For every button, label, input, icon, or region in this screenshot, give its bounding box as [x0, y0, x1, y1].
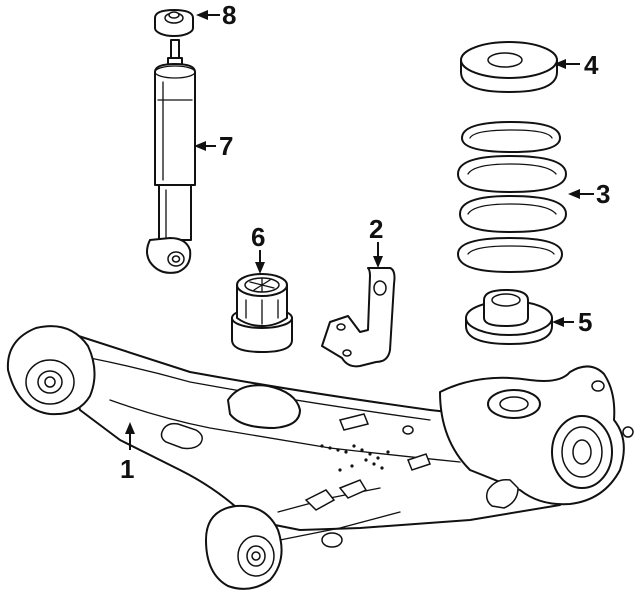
callout-2-label: 2: [369, 214, 383, 244]
callout-3-label: 3: [596, 179, 610, 209]
bracket-part: [321, 267, 396, 368]
shock-absorber-part: [146, 39, 196, 274]
callout-1-label: 1: [120, 454, 134, 484]
lower-spring-insulator-part: [465, 289, 553, 345]
upper-spring-insulator-part: [460, 41, 558, 93]
callout-4-label: 4: [584, 50, 599, 80]
mount-bushing-part: [154, 9, 194, 37]
callout-7-label: 7: [219, 131, 233, 161]
callout-8-label: 8: [222, 0, 236, 30]
bump-stop-part: [231, 273, 293, 353]
coil-spring-part: [457, 121, 567, 273]
rivet-dots: [320, 444, 390, 472]
control-arm-part: [6, 325, 634, 590]
callout-arrows: [125, 10, 594, 450]
callout-6-label: 6: [251, 222, 265, 252]
callout-5-label: 5: [578, 307, 592, 337]
